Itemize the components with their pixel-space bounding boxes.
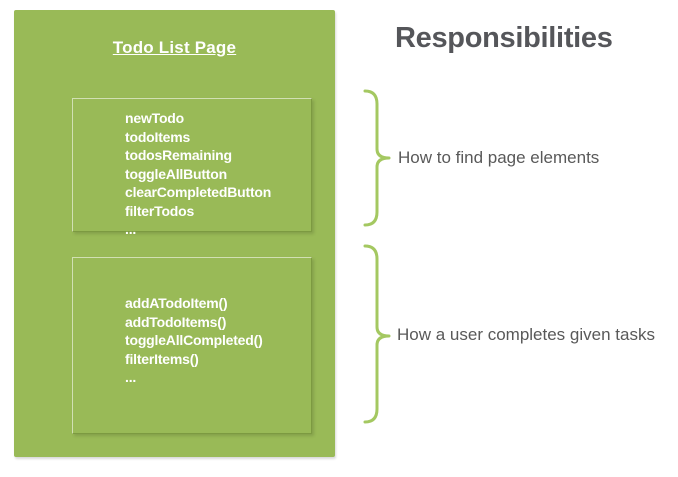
member-item-ellipsis: ... [125,221,137,237]
member-item: toggleAllButton [125,165,227,182]
member-item: clearCompletedButton [125,184,272,200]
todo-list-page-panel: Todo List Page newTodo todoItems todosRe… [14,10,335,457]
user-actions-box: addATodoItem() addTodoItems() toggleAllC… [72,257,312,434]
member-item: addATodoItem() [125,295,228,311]
member-item-ellipsis: ... [125,369,137,385]
annotation-user-tasks: How a user completes given tasks [397,325,655,344]
member-item: newTodo [125,110,184,126]
member-item: filterTodos [125,202,195,219]
member-item: toggleAllCompleted() [125,332,263,348]
annotation-find-elements: How to find page elements [398,148,600,167]
member-item: todoItems [125,128,191,145]
member-item: todosRemaining [125,147,232,163]
responsibilities-heading: Responsibilities [395,22,613,54]
member-item: addTodoItems() [125,313,227,330]
curly-brace-icon [362,88,392,228]
panel-title: Todo List Page [112,38,237,57]
curly-brace-icon [362,243,392,425]
page-elements-box: newTodo todoItems todosRemaining toggleA… [72,98,312,237]
member-item: filterItems() [125,350,199,367]
